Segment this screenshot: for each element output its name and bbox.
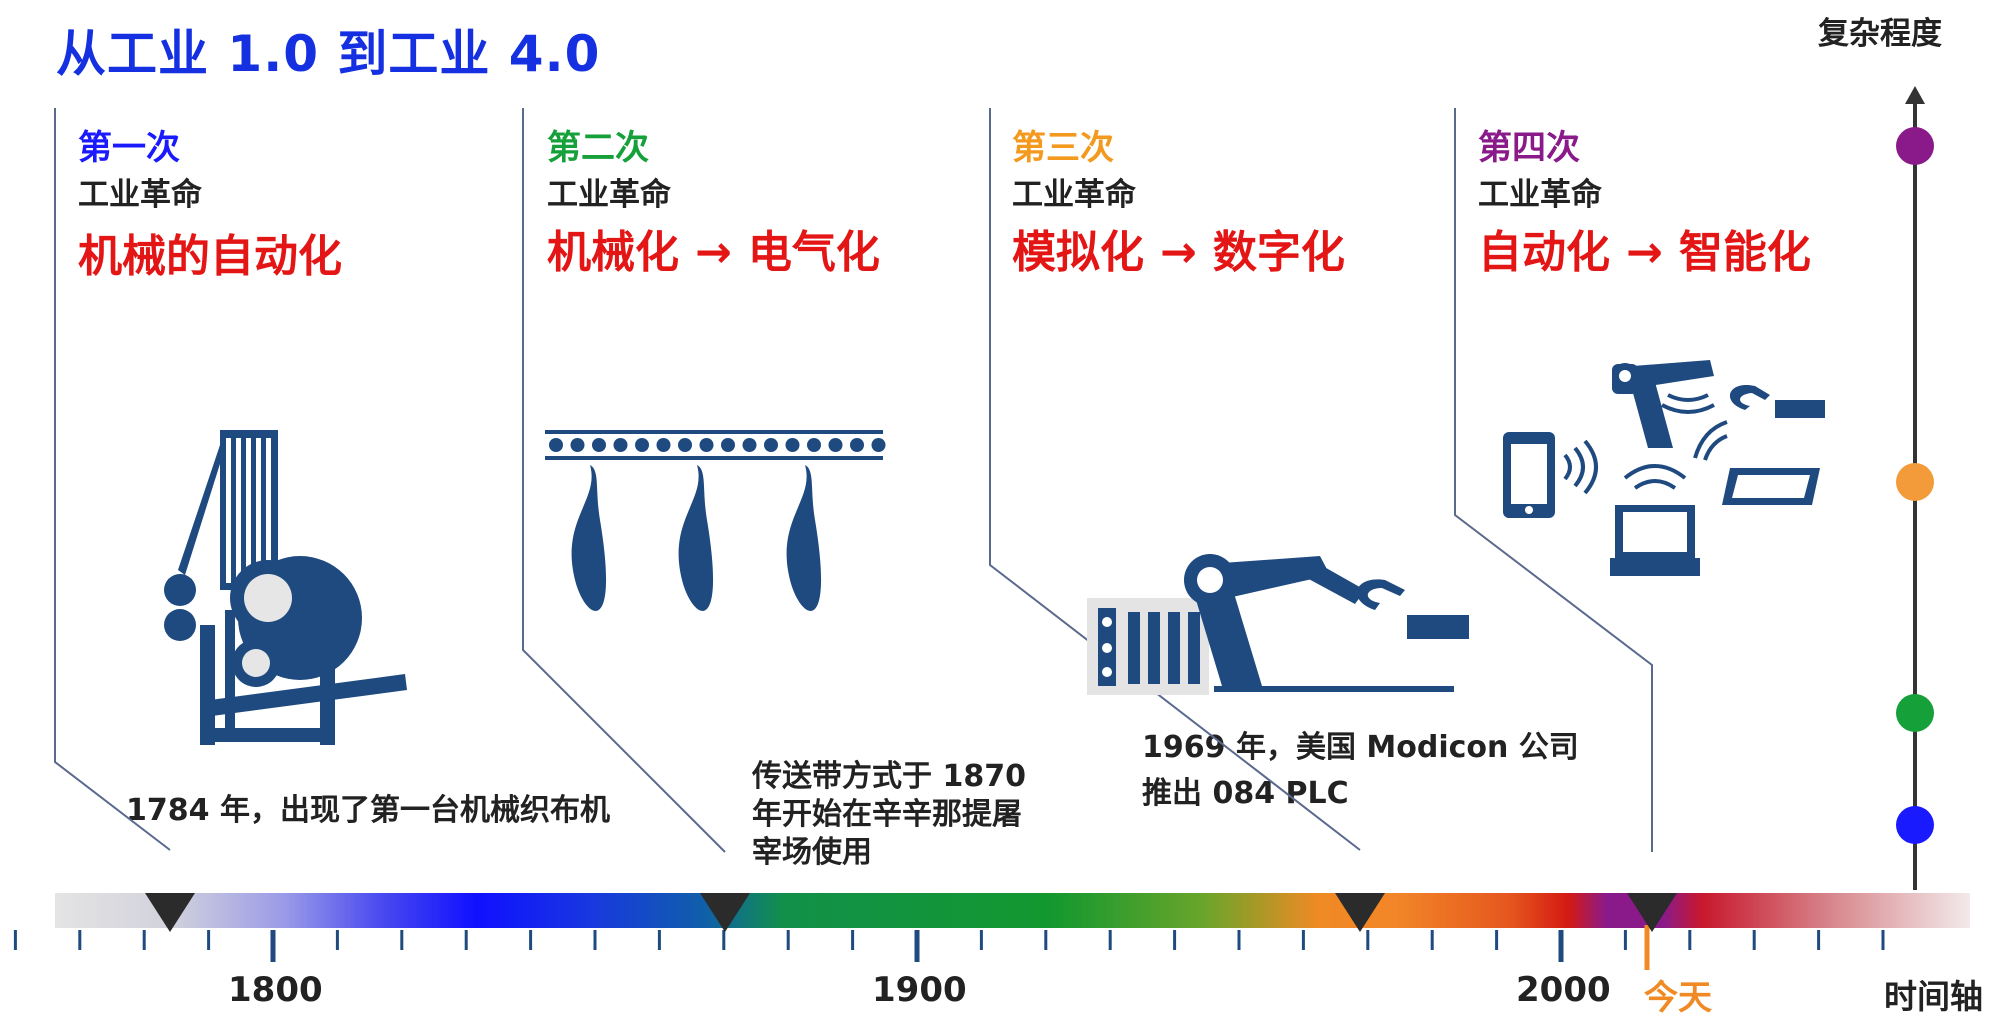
marker-1784	[145, 893, 195, 932]
revolution-2-number: 第二次	[547, 128, 649, 168]
arrow-icon: →	[695, 227, 732, 278]
conveyor-roller	[549, 438, 563, 452]
divider-4	[1454, 108, 1653, 852]
conveyor-roller	[807, 438, 821, 452]
revolution-2-desc-to: 电气化	[747, 227, 880, 278]
conveyor-roller	[785, 438, 800, 452]
conveyor-roller	[699, 438, 714, 452]
tick-label-2000: 2000	[1516, 970, 1611, 1010]
revolution-2-desc: 机械化 → 电气化	[547, 216, 880, 280]
period-dividers	[54, 108, 1653, 853]
conveyor-roller	[613, 438, 628, 452]
conveyor-roller	[635, 438, 649, 452]
loom-icon	[164, 430, 407, 745]
conveyor-roller	[678, 438, 692, 452]
revolution-2-block: 第二次 工业革命 机械化 → 电气化	[547, 120, 880, 280]
revolution-4-number: 第四次	[1478, 128, 1580, 168]
event-1784: 1784 年，出现了第一台机械织布机	[126, 793, 610, 828]
conveyor-roller	[871, 438, 886, 452]
arrow-icon: →	[1626, 227, 1663, 278]
complexity-axis	[1896, 86, 1934, 890]
main-title: 从工业 1.0 到工业 4.0	[56, 25, 601, 83]
divider-1	[54, 108, 171, 851]
revolution-4-desc: 自动化 → 智能化	[1478, 216, 1811, 280]
plc-robot-arm-icon	[1087, 554, 1469, 695]
revolution-4-desc-to: 智能化	[1678, 227, 1811, 278]
event-1870-line3: 宰场使用	[752, 835, 872, 870]
conveyor-roller	[764, 438, 778, 452]
conveyor-meat-icon	[545, 430, 886, 611]
revolution-1-subtitle: 工业革命	[78, 177, 202, 213]
conveyor-roller	[570, 438, 585, 452]
revolution-3-desc: 模拟化 → 数字化	[1012, 216, 1345, 280]
conveyor-roller	[656, 438, 671, 452]
tick-label-1900: 1900	[872, 970, 967, 1010]
complexity-dot-1	[1896, 806, 1934, 844]
revolution-3-block: 第三次 工业革命 模拟化 → 数字化	[1012, 120, 1345, 280]
marker-1870	[700, 893, 750, 932]
divider-2	[522, 108, 726, 853]
revolution-2-subtitle: 工业革命	[547, 177, 671, 213]
arrow-icon: →	[1160, 227, 1197, 278]
event-markers	[145, 893, 1677, 932]
time-axis-label: 时间轴	[1884, 977, 1983, 1016]
complexity-dot-2	[1896, 694, 1934, 732]
event-1870: 传送带方式于 1870 年开始在辛辛那提屠 宰场使用	[752, 758, 1026, 872]
revolution-3-desc-to: 数字化	[1212, 227, 1345, 278]
conveyor-roller	[592, 438, 606, 452]
timeline-bar	[55, 893, 1970, 928]
event-1870-line2: 年开始在辛辛那提屠	[752, 797, 1022, 832]
conveyor-roller	[828, 438, 843, 452]
revolution-1-number: 第一次	[78, 128, 180, 168]
revolution-3-number: 第三次	[1012, 128, 1114, 168]
event-1969: 1969 年，美国 Modicon 公司 推出 084 PLC	[1142, 725, 1579, 817]
event-1870-line1: 传送带方式于 1870	[752, 759, 1026, 794]
complexity-dot-3	[1896, 463, 1934, 501]
conveyor-roller	[721, 438, 735, 452]
complexity-axis-label: 复杂程度	[1818, 16, 1942, 52]
revolution-2-desc-from: 机械化	[547, 227, 679, 278]
revolution-1-block: 第一次 工业革命 机械的自动化	[78, 120, 342, 284]
event-1969-line1: 1969 年，美国 Modicon 公司	[1142, 730, 1579, 765]
revolution-3-subtitle: 工业革命	[1012, 177, 1136, 213]
divider-3	[989, 108, 1361, 851]
conveyor-rollers	[549, 438, 886, 452]
revolution-4-subtitle: 工业革命	[1478, 177, 1602, 213]
event-1969-line2: 推出 084 PLC	[1142, 776, 1349, 811]
revolution-1-desc: 机械的自动化	[78, 231, 342, 282]
conveyor-roller	[742, 438, 757, 452]
axis-arrow-icon	[1905, 86, 1925, 104]
conveyor-roller	[850, 438, 864, 452]
revolution-4-desc-from: 自动化	[1478, 227, 1610, 278]
tick-marks	[13, 930, 1885, 962]
marker-2011	[1627, 893, 1677, 932]
smart-devices-robot-icon	[1503, 360, 1825, 576]
revolution-3-desc-from: 模拟化	[1012, 227, 1144, 278]
revolution-4-block: 第四次 工业革命 自动化 → 智能化	[1478, 120, 1811, 280]
marker-1969	[1335, 893, 1385, 932]
tick-label-1800: 1800	[228, 970, 323, 1010]
complexity-dot-4	[1896, 127, 1934, 165]
